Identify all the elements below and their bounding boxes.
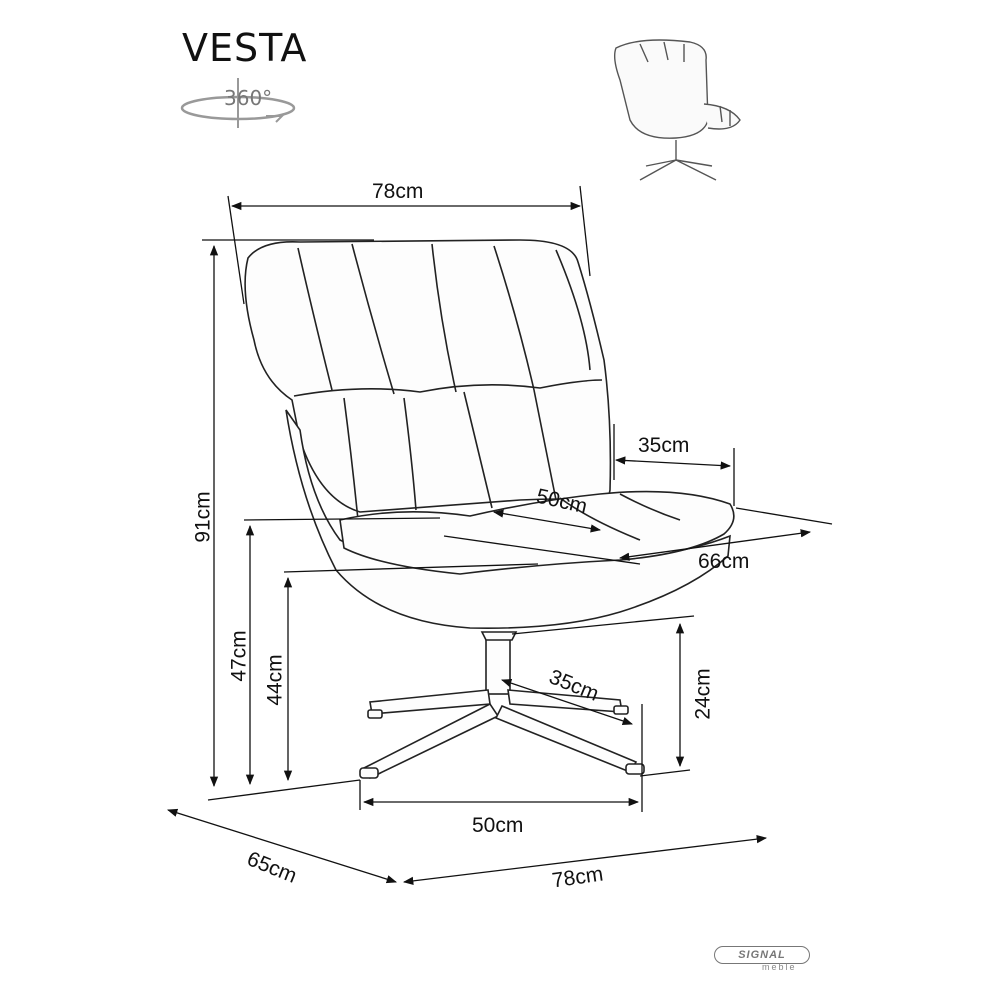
dim-height-total: 91cm: [191, 491, 215, 543]
dim-armrest-depth: 35cm: [638, 434, 690, 457]
chair-illustration: [244, 239, 735, 780]
dim-width-top: 78cm: [372, 180, 424, 203]
dim-armrest-height: 47cm: [227, 630, 251, 682]
rotation-360-icon: [180, 78, 296, 128]
thumbnail-chair-icon: [613, 39, 741, 181]
dimension-lines: [167, 185, 833, 886]
brand-logo: SIGNAL: [714, 946, 810, 964]
product-title: VESTA: [182, 26, 308, 70]
dim-seat-height: 44cm: [263, 654, 287, 706]
dim-base-width: 50cm: [472, 814, 524, 837]
brand-sub: meble: [762, 962, 797, 972]
dim-base-height: 24cm: [691, 668, 715, 720]
rotation-label: 360°: [224, 86, 273, 110]
dim-seat-depth: 66cm: [698, 550, 750, 573]
